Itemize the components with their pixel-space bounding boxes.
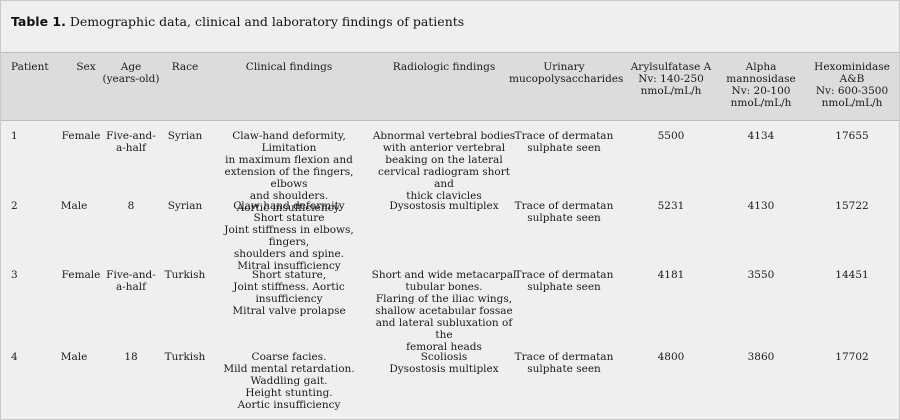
row4-sex: Male <box>60 351 88 363</box>
header-clinical-findings: Clinical findings <box>245 61 333 73</box>
row3-arylsulfatase: 4181 <box>657 269 685 281</box>
row2-clinical-findings: Claw hand deformity Short stature Joint … <box>224 200 354 272</box>
header-race: Race <box>171 61 199 73</box>
row3-patient: 3 <box>11 269 18 281</box>
row1-clinical-findings: Claw-hand deformity, Limitation in maxim… <box>224 130 354 214</box>
header-radiologic-findings: Radiologic findings <box>392 61 496 73</box>
caption-text: Demographic data, clinical and laborator… <box>65 14 465 29</box>
row1-alpha-mannosidase: 4134 <box>747 130 775 142</box>
row3-sex: Female <box>61 269 101 281</box>
header-patient: Patient <box>11 61 49 73</box>
row4-alpha-mannosidase: 3860 <box>747 351 775 363</box>
row1-sex: Female <box>61 130 101 142</box>
header-urinary-mucopolysaccharides: Urinary mucopolysaccharides <box>509 61 624 85</box>
row2-race: Syrian <box>167 200 203 212</box>
row3-age: Five-and- a-half <box>106 269 156 293</box>
row3-hexominidase: 14451 <box>835 269 869 281</box>
header-age: Age (years-old) <box>102 61 160 85</box>
row4-race: Turkish <box>164 351 206 363</box>
row4-arylsulfatase: 4800 <box>657 351 685 363</box>
row4-urinary: Trace of dermatan sulphate seen <box>514 351 614 375</box>
header-alpha-mannosidase: Alpha mannosidase Nv: 20-100 nmoL/mL/h <box>726 61 796 109</box>
row1-radiologic-findings: Abnormal vertebral bodies with anterior … <box>372 130 516 202</box>
row2-sex: Male <box>60 200 88 212</box>
row2-alpha-mannosidase: 4130 <box>747 200 775 212</box>
row3-radiologic-findings: Short and wide metacarpal tubular bones.… <box>371 269 517 353</box>
row3-race: Turkish <box>164 269 206 281</box>
row4-radiologic-findings: Scoliosis Dysostosis multiplex <box>389 351 499 375</box>
header-sex: Sex <box>76 61 96 73</box>
header-arylsulfatase: Arylsulfatase A Nv: 140-250 nmoL/mL/h <box>630 61 712 97</box>
row1-urinary: Trace of dermatan sulphate seen <box>514 130 614 154</box>
row2-age: 8 <box>127 200 135 212</box>
header-row <box>1 52 899 121</box>
table-caption: Table 1. Demographic data, clinical and … <box>11 14 464 29</box>
row3-urinary: Trace of dermatan sulphate seen <box>514 269 614 293</box>
row1-age: Five-and- a-half <box>106 130 156 154</box>
row4-hexominidase: 17702 <box>835 351 869 363</box>
row2-hexominidase: 15722 <box>835 200 869 212</box>
row2-patient: 2 <box>11 200 18 212</box>
row1-hexominidase: 17655 <box>835 130 869 142</box>
row2-arylsulfatase: 5231 <box>657 200 685 212</box>
header-hexominidase: Hexominidase A&B Nv: 600-3500 nmoL/mL/h <box>814 61 890 109</box>
row3-clinical-findings: Short stature, Joint stiffness. Aortic i… <box>232 269 346 317</box>
row2-radiologic-findings: Dysostosis multiplex <box>389 200 499 212</box>
row4-age: 18 <box>124 351 138 363</box>
row1-race: Syrian <box>167 130 203 142</box>
row4-clinical-findings: Coarse facies. Mild mental retardation. … <box>223 351 355 411</box>
row3-alpha-mannosidase: 3550 <box>747 269 775 281</box>
row1-arylsulfatase: 5500 <box>657 130 685 142</box>
row2-urinary: Trace of dermatan sulphate seen <box>514 200 614 224</box>
row1-patient: 1 <box>11 130 18 142</box>
caption-label: Table 1. <box>11 14 66 29</box>
row4-patient: 4 <box>11 351 18 363</box>
